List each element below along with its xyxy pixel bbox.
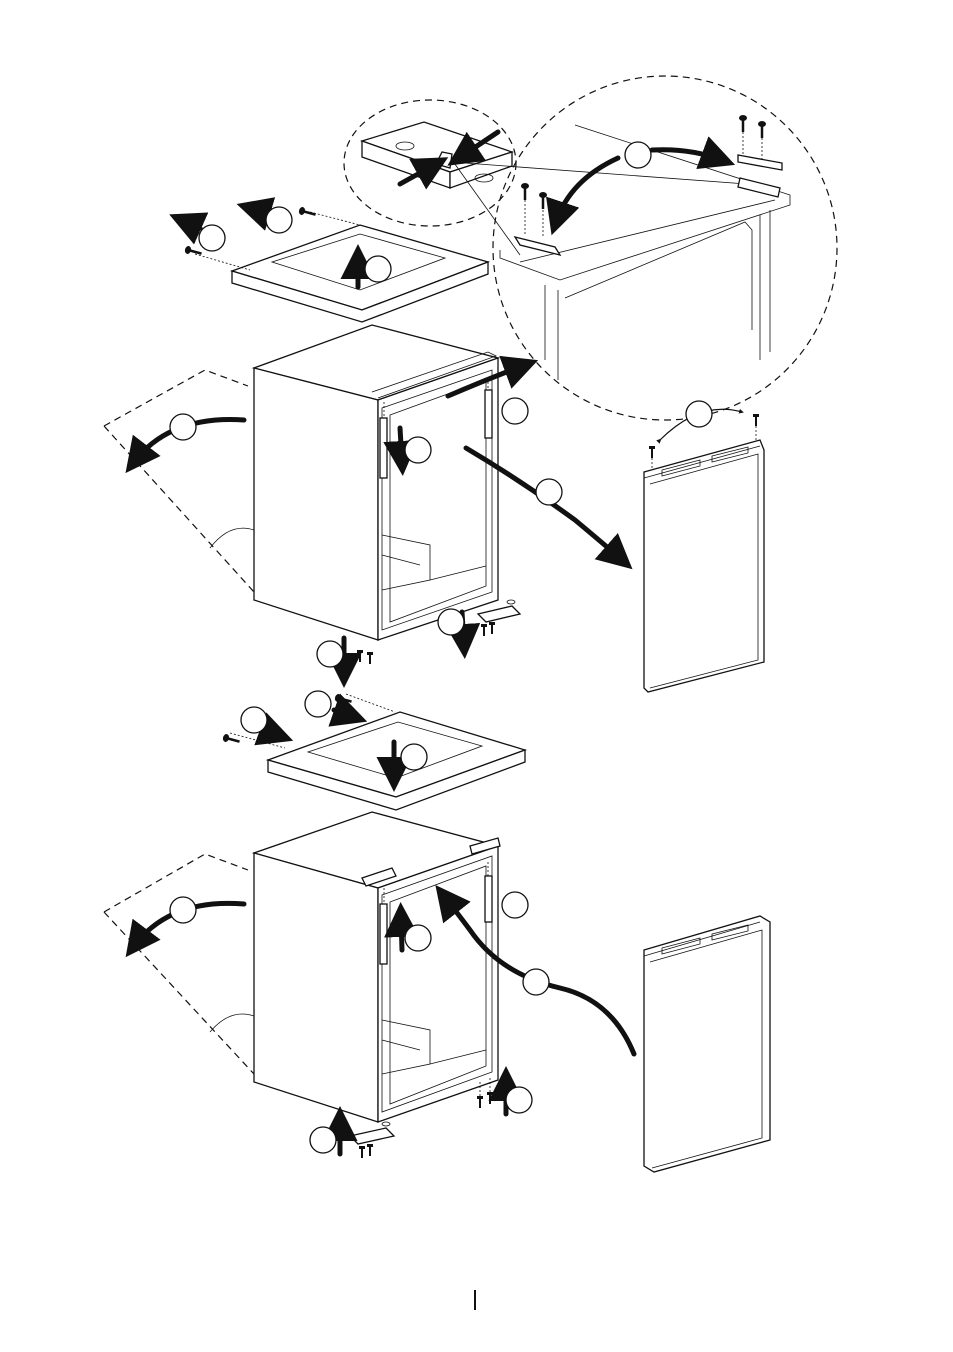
door-panel-bottom	[644, 916, 770, 1172]
step-marker	[305, 691, 331, 717]
washer-icon	[507, 600, 515, 604]
step-marker	[686, 401, 712, 427]
step-marker	[625, 142, 651, 168]
worktop-refit-bottom	[222, 691, 525, 810]
step-marker	[502, 892, 528, 918]
washer-icon	[382, 1122, 390, 1126]
cabinet-front-frame	[378, 358, 498, 640]
cabinet-front-frame	[378, 846, 498, 1122]
insert-arrow-icon	[401, 916, 402, 950]
step-marker	[405, 925, 431, 951]
door-panel-icon	[644, 916, 770, 1172]
screw-icon	[649, 446, 655, 458]
cabinet-side-face	[254, 368, 378, 640]
screw-icon	[477, 1096, 483, 1108]
screw-icon	[521, 183, 529, 200]
screw-icon	[487, 1092, 493, 1104]
screw-icon	[481, 624, 487, 636]
remove-arrow-icon	[250, 208, 270, 214]
step-marker	[199, 225, 225, 251]
hinge-bracket-icon	[515, 237, 560, 255]
door-swing-outline	[104, 370, 254, 592]
cabinet-top-stage	[104, 325, 622, 674]
cable-icon	[210, 1014, 254, 1032]
cabinet-bottom-stage	[104, 812, 634, 1158]
cable-icon	[210, 528, 254, 548]
step-marker	[266, 207, 292, 233]
remove-arrow-icon	[182, 220, 200, 228]
door-swing-outline	[104, 854, 254, 1074]
hinge-bracket-icon	[738, 178, 780, 197]
screw-guide	[346, 694, 395, 712]
door-stop-icon	[485, 876, 492, 922]
worktop-removal-top	[182, 206, 488, 322]
screw-icon	[334, 693, 352, 705]
hinge-bracket-icon	[738, 155, 782, 170]
door-stop-icon	[380, 418, 387, 478]
step-marker	[170, 897, 196, 923]
screw-icon	[489, 622, 495, 634]
step-marker	[536, 479, 562, 505]
step-marker	[317, 641, 343, 667]
screw-icon	[739, 115, 747, 132]
step-marker	[502, 398, 528, 424]
screw-icon	[758, 121, 766, 138]
screw-guide	[310, 212, 360, 225]
screw-icon	[357, 650, 363, 662]
step-marker	[241, 707, 267, 733]
screw-icon	[359, 1146, 365, 1158]
door-stop-icon	[380, 904, 387, 964]
step-marker	[401, 744, 427, 770]
move-arrow-icon	[556, 158, 618, 222]
hinge-bracket-icon	[350, 1128, 394, 1144]
door-panel-icon	[644, 440, 764, 692]
hinge-bracket-icon	[478, 606, 520, 622]
screw-icon	[539, 192, 547, 209]
cabinet-side-face	[254, 853, 378, 1122]
door-panel-top	[644, 401, 764, 692]
screw-guide	[195, 254, 250, 270]
screw-icon	[367, 652, 373, 664]
cabinet-inner-frame	[565, 222, 752, 330]
insert-arrow-icon	[334, 710, 354, 717]
screw-icon	[367, 1144, 373, 1156]
door-stop-icon	[485, 390, 492, 438]
step-marker	[365, 256, 391, 282]
screw-icon	[753, 414, 759, 426]
screw-icon	[298, 206, 316, 218]
hinge-pin-detail-circle	[344, 100, 516, 226]
step-marker	[438, 609, 464, 635]
step-marker	[506, 1087, 532, 1113]
step-marker	[405, 437, 431, 463]
move-arrow-icon	[652, 150, 722, 160]
step-marker	[523, 969, 549, 995]
step-marker	[170, 414, 196, 440]
step-marker	[310, 1127, 336, 1153]
remove-arrow-icon	[400, 428, 402, 462]
